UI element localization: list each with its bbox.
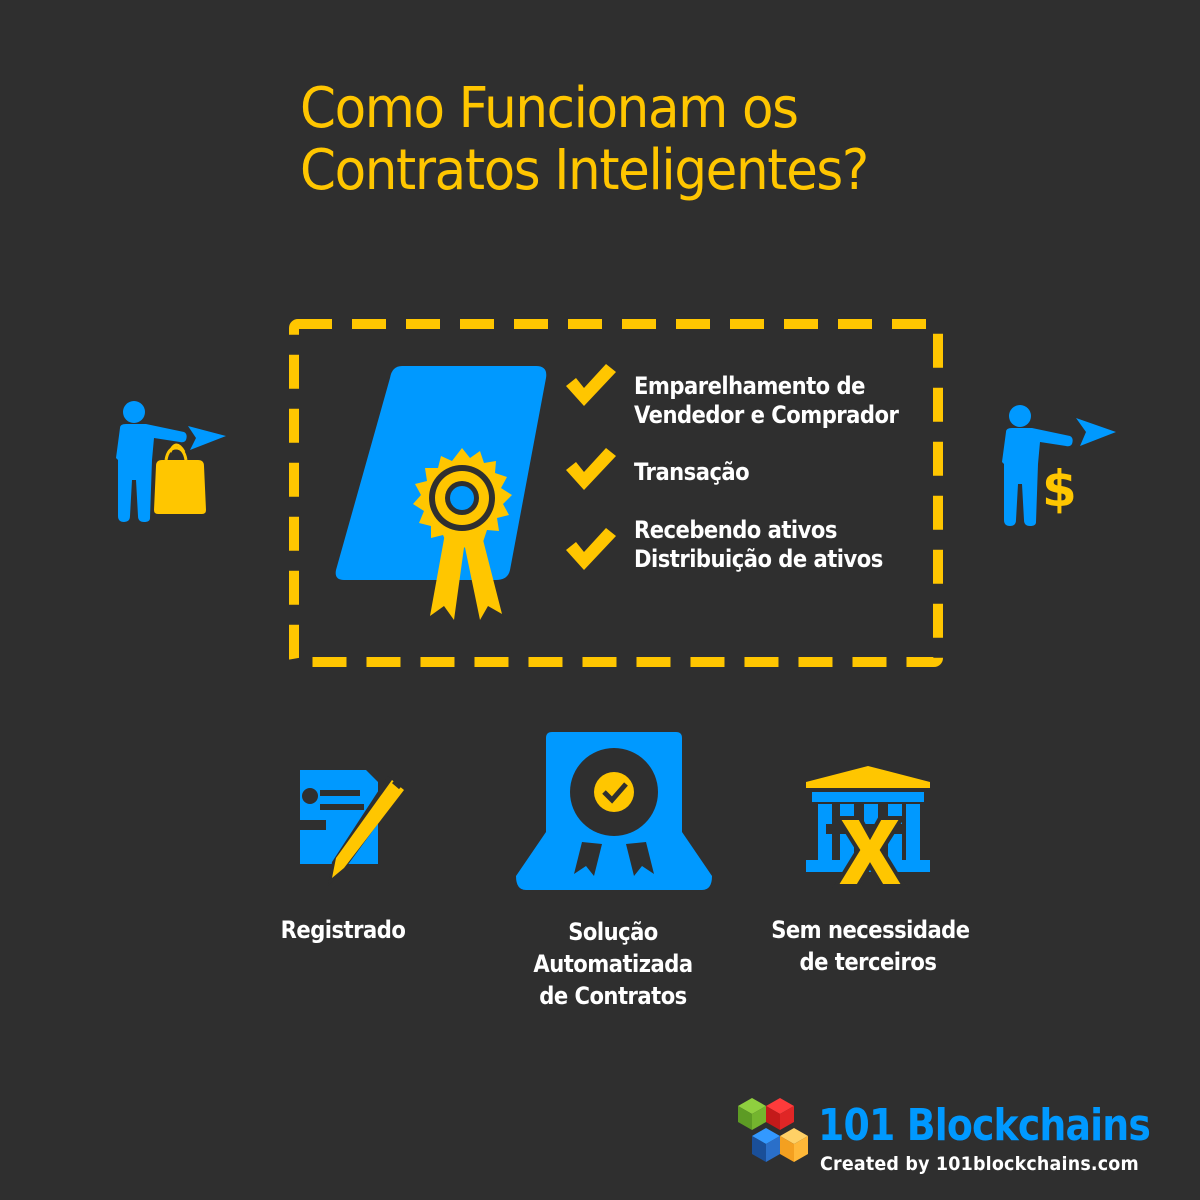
contract-dashed-frame [289, 319, 943, 667]
checklist-item-3: Recebendo ativos Distribuição de ativos [634, 516, 883, 573]
feature-label-solucao: Solução Automatizada de Contratos [533, 918, 693, 1010]
brand-credit: Created by 101blockchains.com [820, 1153, 1139, 1175]
title-line-2: Contratos Inteligentes? [300, 138, 869, 203]
check-icon [566, 364, 616, 406]
certificate-document-icon [335, 366, 547, 620]
brand-name: 101 Blockchains [818, 1100, 1151, 1151]
checklist-item-2: Transação [634, 458, 750, 486]
page-title: Como Funcionam os Contratos Inteligentes… [300, 78, 1054, 202]
check-icon [566, 528, 616, 570]
checklist-item-1: Emparelhamento de Vendedor e Comprador [634, 372, 899, 429]
title-line-1: Como Funcionam os [300, 76, 799, 141]
bank-crossed-icon [806, 766, 930, 888]
svg-text:$: $ [1042, 460, 1077, 518]
check-icon [566, 448, 616, 490]
feature-label-sem-terceiros: Sem necessidade de terceiros [771, 916, 970, 976]
feature-label-registrado: Registrado [280, 916, 406, 944]
document-pencil-icon [300, 770, 404, 886]
certificate-badge-icon [516, 732, 712, 890]
buyer-with-bag-icon [116, 401, 226, 522]
cubes-logo-icon [738, 1098, 808, 1162]
seller-with-dollar-icon: $ [1002, 405, 1116, 526]
